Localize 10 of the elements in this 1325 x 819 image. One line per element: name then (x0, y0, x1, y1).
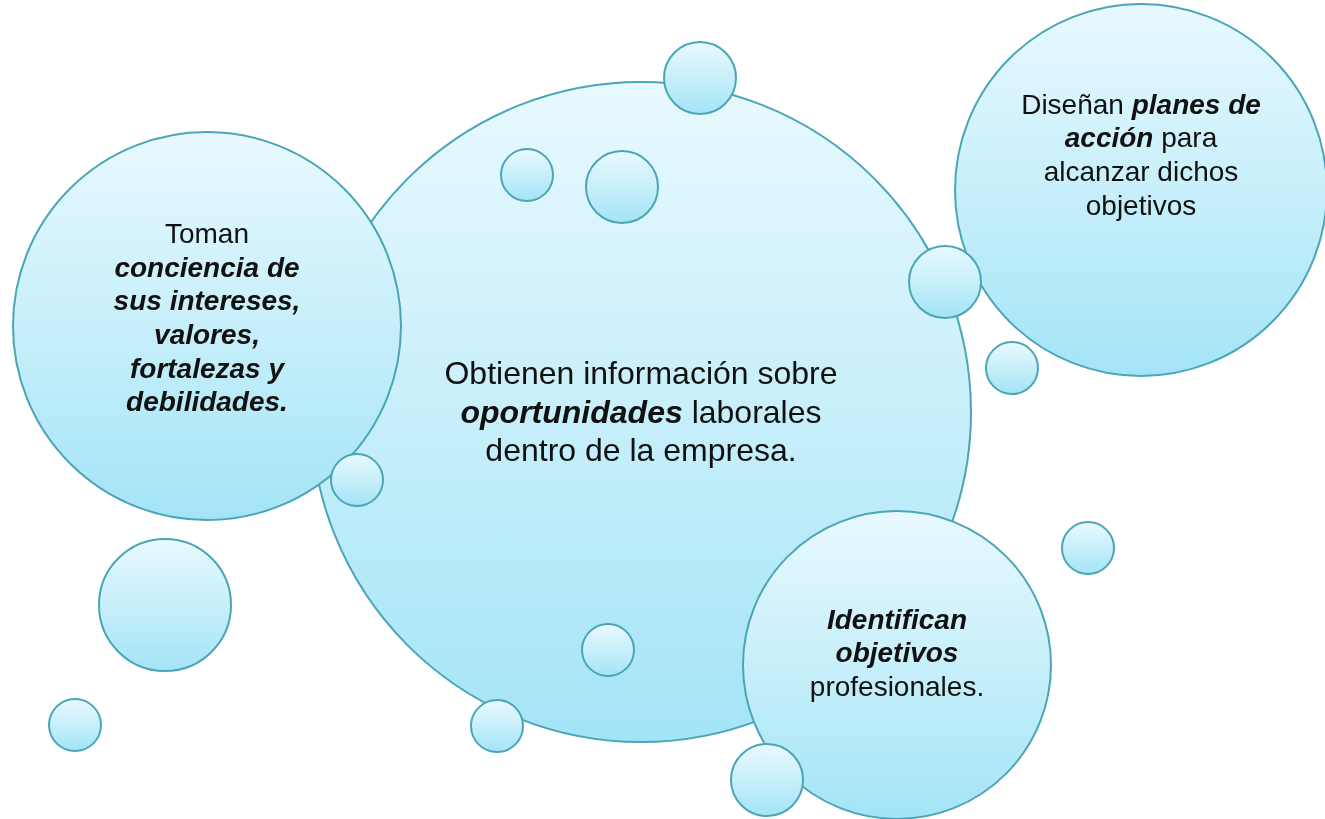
bubble (470, 699, 524, 753)
bubble-text: Obtienen información sobre oportunidades laborales dentro de la empresa. (443, 354, 839, 470)
bubble-text: Toman conciencia de sus intereses, valores, fortalezas y debilidades. (112, 217, 302, 419)
bubble-text: Identifican objetivos profesionales. (808, 602, 986, 704)
bubble (1061, 521, 1115, 575)
bubble (48, 698, 102, 752)
bubble (581, 623, 635, 677)
bubble-text: Diseñan planes de acción para alcanzar dichos objetivos (1020, 87, 1262, 223)
bubble (500, 148, 554, 202)
bubble (985, 341, 1039, 395)
